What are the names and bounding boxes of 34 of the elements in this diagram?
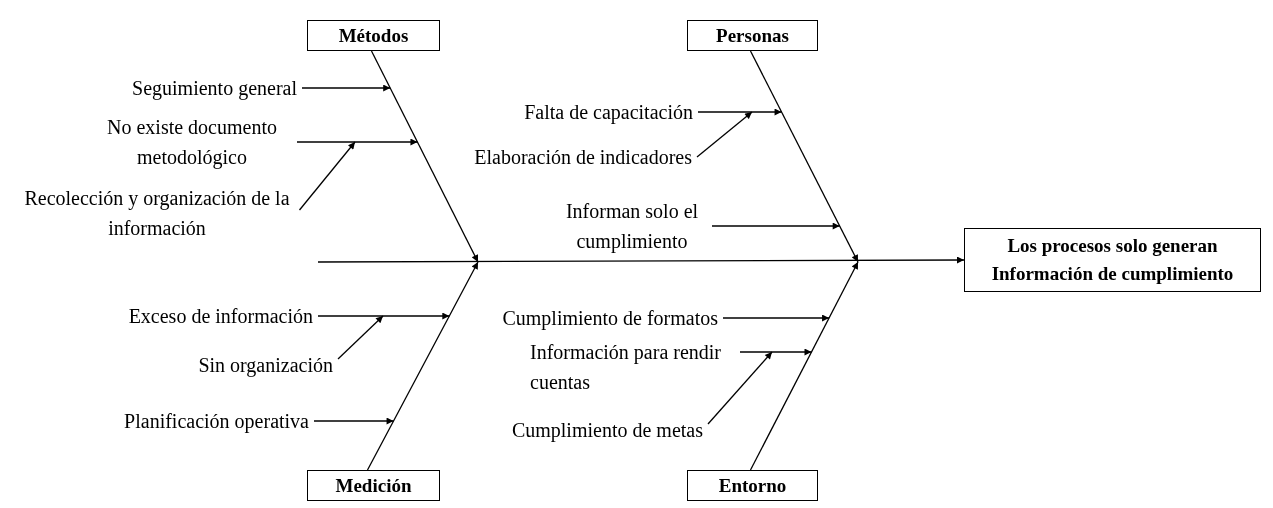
cause-label: Sin organización [198, 350, 333, 380]
cause-label: No existe documento metodológico [92, 112, 292, 172]
arrow [696, 111, 753, 158]
cause-label: Falta de capacitación [524, 97, 693, 127]
category-box: Métodos [307, 20, 440, 51]
arrow [739, 348, 813, 356]
arrow [711, 222, 841, 230]
cause-label: Planificación operativa [124, 406, 309, 436]
arrow [313, 417, 395, 425]
cause-label: Seguimiento general [132, 73, 297, 103]
arrow [317, 312, 450, 320]
cause-label: Recolección y organización de la información [19, 183, 295, 243]
cause-label: Exceso de información [128, 301, 313, 331]
category-box: Medición [307, 470, 440, 501]
arrow [370, 50, 479, 263]
cause-label: Informan solo el cumplimiento [557, 196, 707, 256]
arrow [722, 314, 830, 322]
arrow [301, 84, 391, 92]
arrow [707, 351, 773, 425]
cause-label: Cumplimiento de formatos [502, 303, 718, 333]
arrow [298, 141, 356, 211]
arrow [337, 315, 384, 360]
arrow [366, 261, 479, 471]
category-box: Entorno [687, 470, 818, 501]
arrow [749, 261, 859, 471]
arrow [317, 256, 965, 264]
arrow [697, 108, 783, 116]
arrow [296, 138, 419, 146]
cause-label: Cumplimiento de metas [511, 415, 703, 445]
cause-label: Elaboración de indicadores [474, 142, 692, 172]
cause-label: Información para rendir cuentas [530, 337, 735, 397]
effect-box: Los procesos solo generan Información de cumplimiento [964, 228, 1261, 292]
category-box: Personas [687, 20, 818, 51]
arrow [749, 50, 859, 263]
